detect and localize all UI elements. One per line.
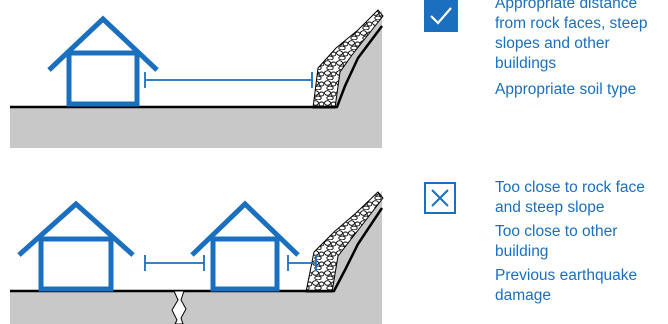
distance-marker-between-houses — [145, 255, 204, 271]
house-left — [19, 204, 133, 289]
cross-icon — [424, 182, 456, 214]
bad-criteria-list: Too close to rock face and steep slope T… — [495, 178, 668, 306]
bad-criterion: Too close to rock face and steep slope — [495, 178, 668, 218]
site-diagram — [0, 0, 420, 324]
house — [49, 19, 157, 104]
checkmark-icon — [424, 0, 458, 32]
bad-scene — [10, 191, 383, 324]
distance-marker — [145, 72, 312, 88]
good-criterion: Appropriate distance from rock faces, st… — [495, 0, 668, 74]
good-scene — [10, 10, 383, 148]
bad-criterion: Too close to other building — [495, 222, 668, 262]
bad-criterion: Previous earthquake damage — [495, 266, 668, 306]
good-criteria-list: Appropriate distance from rock faces, st… — [495, 0, 668, 100]
house-right — [192, 204, 298, 289]
good-criterion: Appropriate soil type — [495, 80, 668, 100]
